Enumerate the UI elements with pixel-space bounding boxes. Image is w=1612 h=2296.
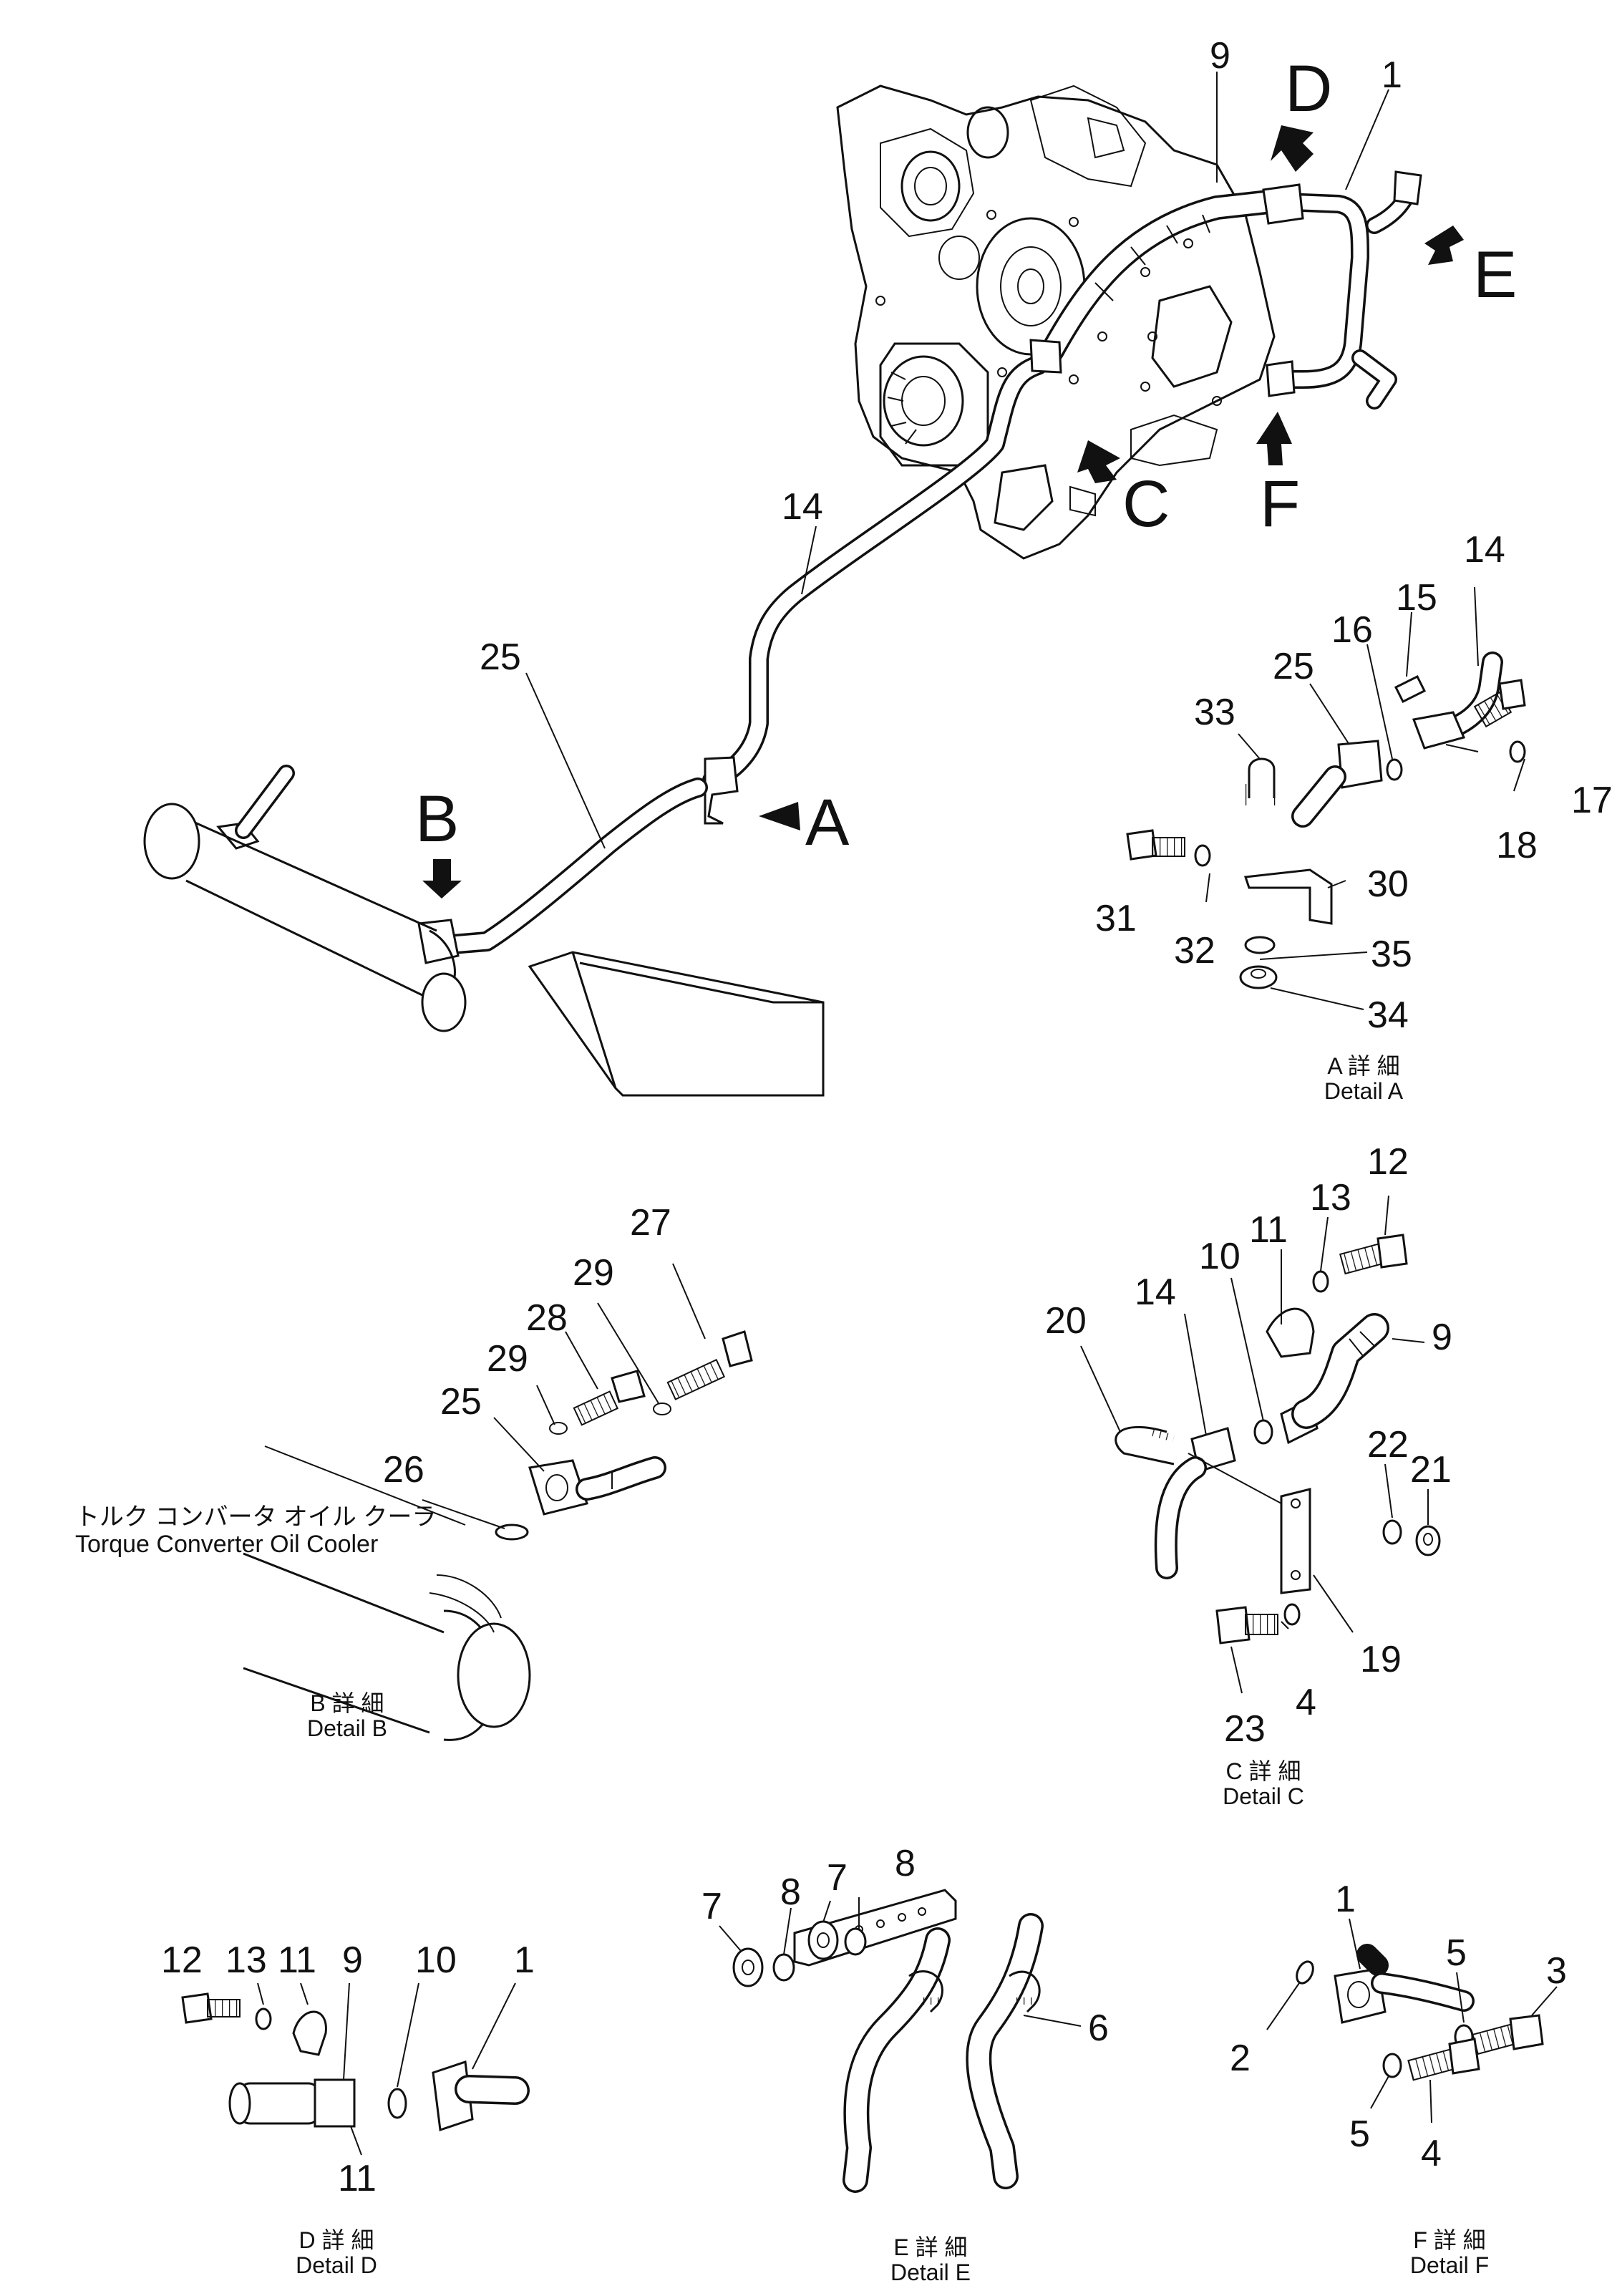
frame (528, 951, 825, 1097)
detail-c-caption-en: Detail C (1223, 1783, 1304, 1809)
tube-14 (702, 339, 1062, 790)
detail-f-caption-jp: F 詳 細 (1413, 2227, 1485, 2253)
oil-cooler (143, 765, 467, 1032)
detail-d-caption-en: Detail D (296, 2252, 377, 2278)
view-label-b: B (415, 783, 459, 856)
detail-c-12: 12 (1367, 1141, 1409, 1183)
detail-c-13: 13 (1310, 1177, 1351, 1219)
detail-e-7b: 7 (827, 1857, 848, 1899)
detail-b: 27 29 28 29 25 26 トルク コンバータ オイル クーラ Torq… (75, 1202, 753, 1741)
detail-d-13: 13 (225, 1939, 267, 1981)
detail-e-8a: 8 (780, 1871, 801, 1913)
detail-b-25: 25 (440, 1381, 482, 1423)
hose-9 (1040, 188, 1293, 363)
detail-f-1: 1 (1335, 1879, 1356, 1920)
detail-d: 12 13 11 9 10 1 11 D 詳 細 Detail D (161, 1939, 535, 2278)
detail-f: 1 5 3 2 5 4 F 詳 細 Detail F (1230, 1879, 1567, 2278)
detail-b-28: 28 (526, 1297, 568, 1339)
detail-f-caption-en: Detail F (1410, 2252, 1489, 2278)
detail-d-11b: 11 (338, 2158, 377, 2199)
detail-a-25: 25 (1273, 646, 1314, 687)
detail-f-4: 4 (1421, 2133, 1442, 2174)
view-label-f: F (1260, 468, 1300, 541)
view-arrows (422, 125, 1464, 898)
detail-a-caption-en: Detail A (1324, 1078, 1404, 1104)
detail-b-27: 27 (630, 1202, 671, 1244)
detail-c-23: 23 (1224, 1708, 1266, 1750)
detail-f-5a: 5 (1446, 1932, 1467, 1974)
detail-a-caption-jp: A 詳 細 (1327, 1053, 1399, 1079)
detail-e-7a: 7 (701, 1886, 722, 1927)
detail-d-9: 9 (342, 1939, 363, 1981)
main-assembly-view: 9 1 14 25 D E C F A B (143, 35, 1517, 1097)
detail-e-8b: 8 (895, 1843, 916, 1884)
detail-c-20: 20 (1045, 1300, 1087, 1342)
detail-a-17: 17 (1571, 780, 1612, 821)
detail-c-10: 10 (1199, 1236, 1240, 1277)
detail-c-22: 22 (1367, 1424, 1409, 1466)
detail-a-35: 35 (1371, 934, 1412, 975)
view-label-d: D (1285, 52, 1332, 125)
detail-d-caption-jp: D 詳 細 (299, 2227, 374, 2253)
detail-a-14: 14 (1464, 529, 1505, 571)
detail-c-19: 19 (1360, 1639, 1402, 1680)
detail-e-6: 6 (1088, 2007, 1109, 2049)
main-leaders (525, 72, 1389, 849)
detail-d-12: 12 (161, 1939, 203, 1981)
detail-b-component-en: Torque Converter Oil Cooler (75, 1531, 378, 1558)
callout-1: 1 (1382, 54, 1402, 96)
detail-a-32: 32 (1174, 930, 1215, 972)
detail-b-29a: 29 (573, 1252, 614, 1294)
view-label-a: A (805, 786, 850, 859)
detail-b-29b: 29 (487, 1338, 528, 1380)
main-callouts: 9 1 14 25 D E C F A B (415, 35, 1517, 859)
detail-a-34: 34 (1367, 994, 1409, 1036)
detail-a-33: 33 (1194, 692, 1235, 733)
view-label-c: C (1122, 468, 1170, 541)
detail-f-2: 2 (1230, 2038, 1251, 2079)
detail-b-caption-jp: B 詳 細 (310, 1690, 384, 1716)
detail-d-11a: 11 (278, 1939, 316, 1981)
detail-c-caption-jp: C 詳 細 (1226, 1758, 1301, 1784)
callout-9: 9 (1210, 35, 1230, 77)
detail-d-1: 1 (514, 1939, 535, 1981)
detail-e-caption-en: Detail E (890, 2259, 971, 2285)
detail-b-component-jp: トルク コンバータ オイル クーラ (75, 1503, 436, 1531)
detail-a-18: 18 (1496, 825, 1538, 866)
detail-a-30: 30 (1367, 863, 1409, 905)
view-label-e: E (1473, 238, 1517, 311)
detail-b-caption-en: Detail B (307, 1715, 387, 1741)
clamp-a (704, 756, 739, 825)
detail-a-15: 15 (1396, 577, 1437, 619)
detail-f-3: 3 (1546, 1950, 1567, 1992)
detail-c-9: 9 (1432, 1317, 1452, 1358)
callout-14: 14 (782, 486, 823, 528)
detail-e: 7 8 7 8 6 E 詳 細 Detail E (701, 1843, 1109, 2285)
callout-25: 25 (480, 636, 521, 678)
detail-d-10: 10 (415, 1939, 457, 1981)
detail-c-11: 11 (1249, 1209, 1288, 1251)
detail-c-14: 14 (1135, 1271, 1176, 1313)
detail-a-31: 31 (1095, 898, 1137, 939)
tube-25 (417, 778, 708, 964)
detail-a-16: 16 (1331, 609, 1373, 651)
detail-b-26: 26 (383, 1449, 424, 1491)
detail-e-caption-jp: E 詳 細 (893, 2234, 967, 2260)
detail-f-5b: 5 (1349, 2113, 1370, 2155)
tube-1 (1262, 170, 1422, 410)
detail-a: 14 15 16 25 33 17 18 30 31 32 35 34 A 詳 … (1095, 529, 1612, 1104)
detail-c-4: 4 (1296, 1682, 1316, 1723)
detail-c-21: 21 (1410, 1449, 1452, 1491)
detail-c: 12 13 11 10 14 20 9 22 21 19 23 4 C 詳 細 … (1045, 1141, 1452, 1809)
